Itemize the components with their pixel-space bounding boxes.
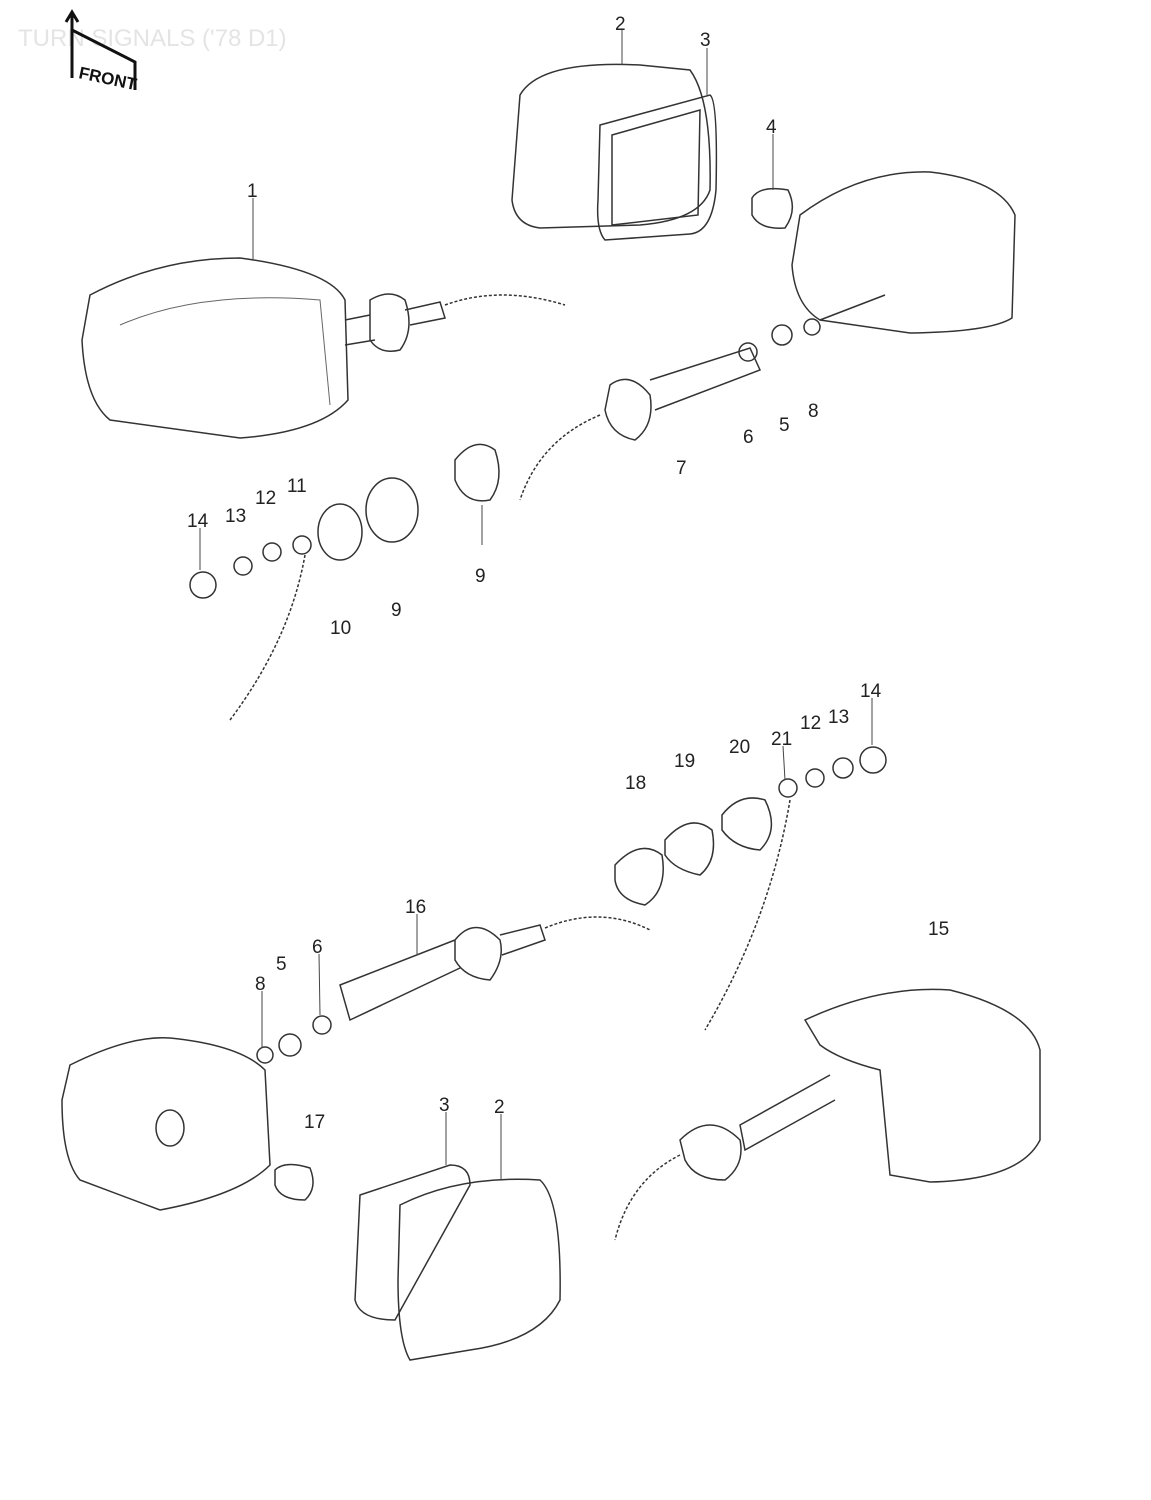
stem-16 [339,924,546,1022]
gasket-3-upper [596,94,718,241]
callout-3: 3 [439,1095,450,1116]
diagram-title: TURN SIGNALS ('78 D1) [18,25,287,52]
callout-2: 2 [494,1097,505,1118]
washer-5-upper [771,324,793,346]
washer-13-lower [832,757,854,779]
grommet-9-left [365,477,419,543]
callout-7: 7 [676,458,687,479]
callout-15: 15 [928,919,949,940]
callout-labels: 2 3 4 1 6 5 8 7 14 13 12 11 10 9 9 14 13… [187,14,949,1133]
callout-12: 12 [255,488,276,509]
washer-13-upper [233,556,253,576]
terminal-21 [778,778,798,798]
leader-lines [199,30,873,1180]
callout-4: 4 [766,117,777,138]
grommet-9-upper [454,443,500,502]
callout-3: 3 [700,30,711,51]
housing-1 [81,257,349,439]
callout-5: 5 [276,954,287,975]
callout-2: 2 [615,14,626,35]
front-label: FRONT [77,63,139,94]
callout-1: 1 [247,181,258,202]
housing-upper-right [791,171,1016,334]
callout-20: 20 [729,737,750,758]
callout-12: 12 [800,713,821,734]
nut-8-lower [256,1046,274,1064]
callout-21: 21 [771,729,792,750]
lens-2-upper [511,63,711,229]
washer-6-upper [738,342,758,362]
callout-9: 9 [391,600,402,621]
mount-hole [155,1109,185,1147]
callout-5: 5 [779,415,790,436]
bulb-4-upper [751,187,794,229]
callout-17: 17 [304,1112,325,1133]
callout-10: 10 [330,618,351,639]
spacer-20 [721,797,773,851]
callout-11: 11 [287,476,307,497]
callout-18: 18 [625,773,646,794]
housing-lower-left [61,1036,271,1211]
bulb-17 [274,1163,314,1201]
stem-15 [679,1074,836,1181]
callout-8: 8 [255,974,266,995]
stud [819,294,886,321]
washer-12-lower [805,768,825,788]
washer-5-lower [278,1033,302,1057]
terminal-11-upper [292,535,312,555]
lens-2-lower [397,1178,561,1361]
callout-8: 8 [808,401,819,422]
housing-15 [803,988,1041,1183]
callout-13: 13 [225,506,246,527]
collar-19 [664,822,715,876]
callout-6: 6 [312,937,323,958]
callout-13: 13 [828,707,849,728]
washer-10 [317,503,363,561]
stem-1 [344,293,446,352]
nut-14-upper [189,571,217,599]
washer-6-lower [312,1015,332,1035]
stem-7 [604,347,762,441]
nut-14-lower [859,746,887,774]
nut-8-upper [803,318,821,336]
grommet-18 [614,847,664,906]
callout-16: 16 [405,897,426,918]
washer-12-upper [262,542,282,562]
callout-9: 9 [475,566,486,587]
callout-14: 14 [860,681,882,702]
callout-14: 14 [187,511,209,532]
callout-19: 19 [674,751,695,772]
callout-6: 6 [743,427,754,448]
gasket-3-lower [354,1164,471,1321]
